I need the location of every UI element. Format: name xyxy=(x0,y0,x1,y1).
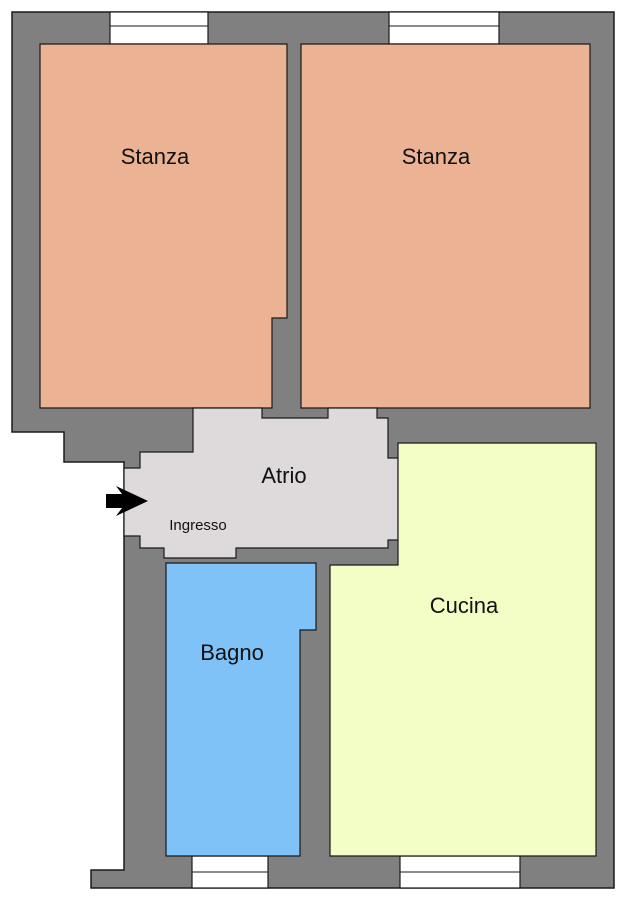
room-cucina xyxy=(329,442,597,857)
window-bottom-cucina xyxy=(399,855,521,889)
label-ingresso: Ingresso xyxy=(169,517,227,534)
label-stanza-left: Stanza xyxy=(121,144,190,169)
window-bottom-bagno xyxy=(191,855,269,889)
arrow-right-icon xyxy=(106,486,148,516)
label-bagno: Bagno xyxy=(200,640,264,665)
room-stanza-right xyxy=(300,43,591,409)
room-atrio xyxy=(123,407,399,559)
label-stanza-right: Stanza xyxy=(402,144,471,169)
window-top-left xyxy=(109,11,209,45)
label-cucina: Cucina xyxy=(430,593,499,618)
label-atrio: Atrio xyxy=(261,463,306,488)
room-bagno xyxy=(165,562,317,857)
window-top-right xyxy=(388,11,500,45)
room-stanza-left xyxy=(39,43,288,409)
